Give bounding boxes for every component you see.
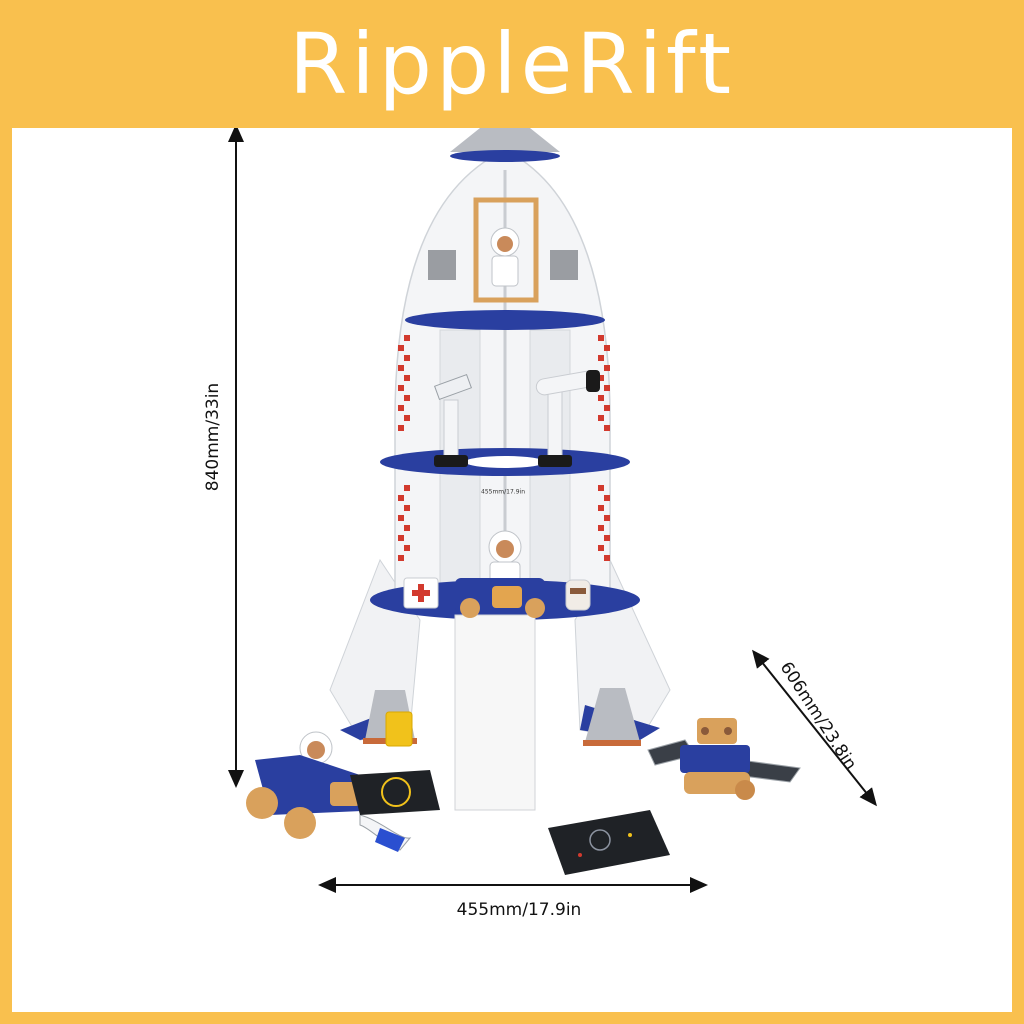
width-dimension-label: 455mm/17.9in	[456, 900, 582, 920]
depth-dimension-line	[752, 649, 877, 807]
space-mat-icon	[350, 770, 670, 875]
height-dimension-label: 840mm/33in	[203, 382, 223, 492]
moon-buggy-icon	[246, 755, 412, 852]
inner-width-label: 455mm/17.9in	[481, 488, 525, 496]
first-aid-kit-icon	[403, 577, 439, 609]
product-illustration	[228, 128, 877, 893]
robot-icon	[565, 579, 591, 611]
rover-icon	[455, 578, 545, 618]
telescope-icon	[535, 370, 600, 467]
brand-banner: RippleRift	[0, 0, 1024, 128]
control-panel-icon	[433, 373, 473, 467]
product-image-panel: 455mm/17.9in	[12, 128, 1012, 1012]
satellite-rover-icon	[647, 718, 801, 800]
elevator-cage-icon	[473, 197, 539, 303]
brand-title: RippleRift	[288, 15, 736, 113]
